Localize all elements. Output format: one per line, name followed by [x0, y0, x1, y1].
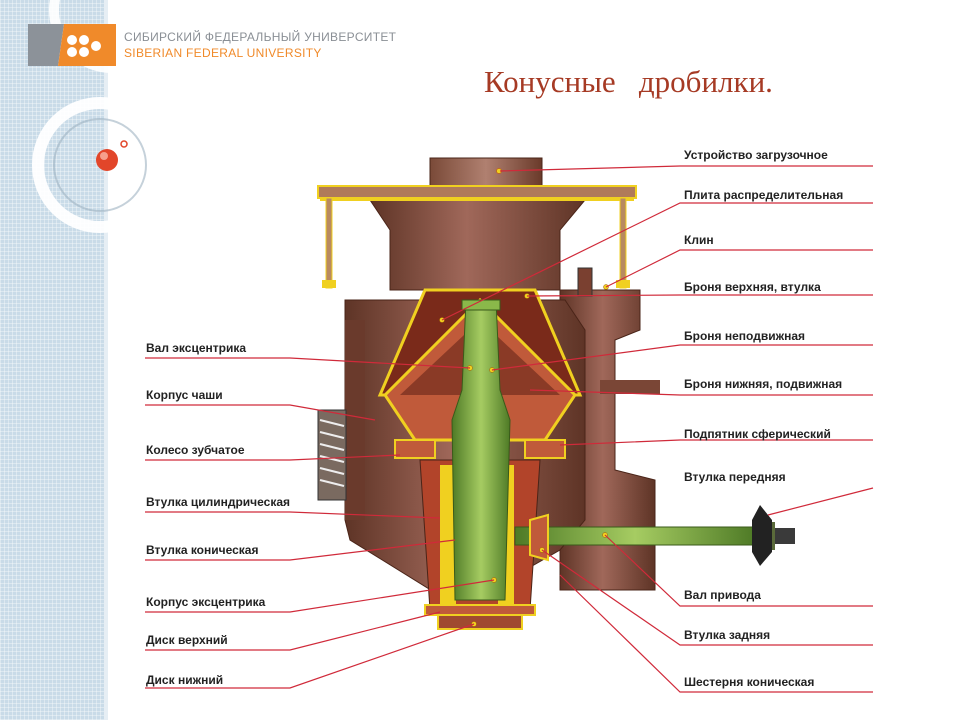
label-eccentric-shaft: Вал эксцентрика: [146, 341, 247, 355]
label-upper-disc: Диск верхний: [146, 633, 228, 647]
label-drive-shaft: Вал привода: [684, 588, 761, 602]
label-upper-liner: Броня верхняя, втулка: [684, 280, 821, 294]
label-gear-wheel: Колесо зубчатое: [146, 443, 245, 457]
label-feed-device: Устройство загрузочное: [684, 148, 828, 162]
university-logo: [28, 24, 116, 66]
label-bowl-housing: Корпус чаши: [146, 388, 223, 402]
label-eccentric-housing: Корпус эксцентрика: [146, 595, 266, 609]
label-lower-disc: Диск нижний: [146, 673, 224, 687]
label-distribution-plate: Плита распределительная: [684, 188, 844, 202]
label-bevel-pinion: Шестерня коническая: [684, 675, 815, 689]
label-front-bushing: Втулка передняя: [684, 470, 786, 484]
sidebar-edge: [104, 0, 108, 720]
label-spherical-bearing: Подпятник сферический: [684, 427, 831, 441]
label-cylindrical-bushing: Втулка цилиндрическая: [146, 495, 290, 509]
university-name-ru: СИБИРСКИЙ ФЕДЕРАЛЬНЫЙ УНИВЕРСИТЕТ: [124, 30, 397, 44]
label-wedge: Клин: [684, 233, 714, 247]
university-name-en: SIBERIAN FEDERAL UNIVERSITY: [124, 46, 322, 60]
label-rear-bushing: Втулка задняя: [684, 628, 771, 642]
slide-title: Конусные дробилки.: [484, 64, 773, 99]
label-lower-mobile-liner: Броня нижняя, подвижная: [684, 377, 843, 391]
label-fixed-liner: Броня неподвижная: [684, 329, 806, 343]
label-conical-bushing: Втулка коническая: [146, 543, 259, 557]
decorative-circles: [32, 0, 175, 233]
